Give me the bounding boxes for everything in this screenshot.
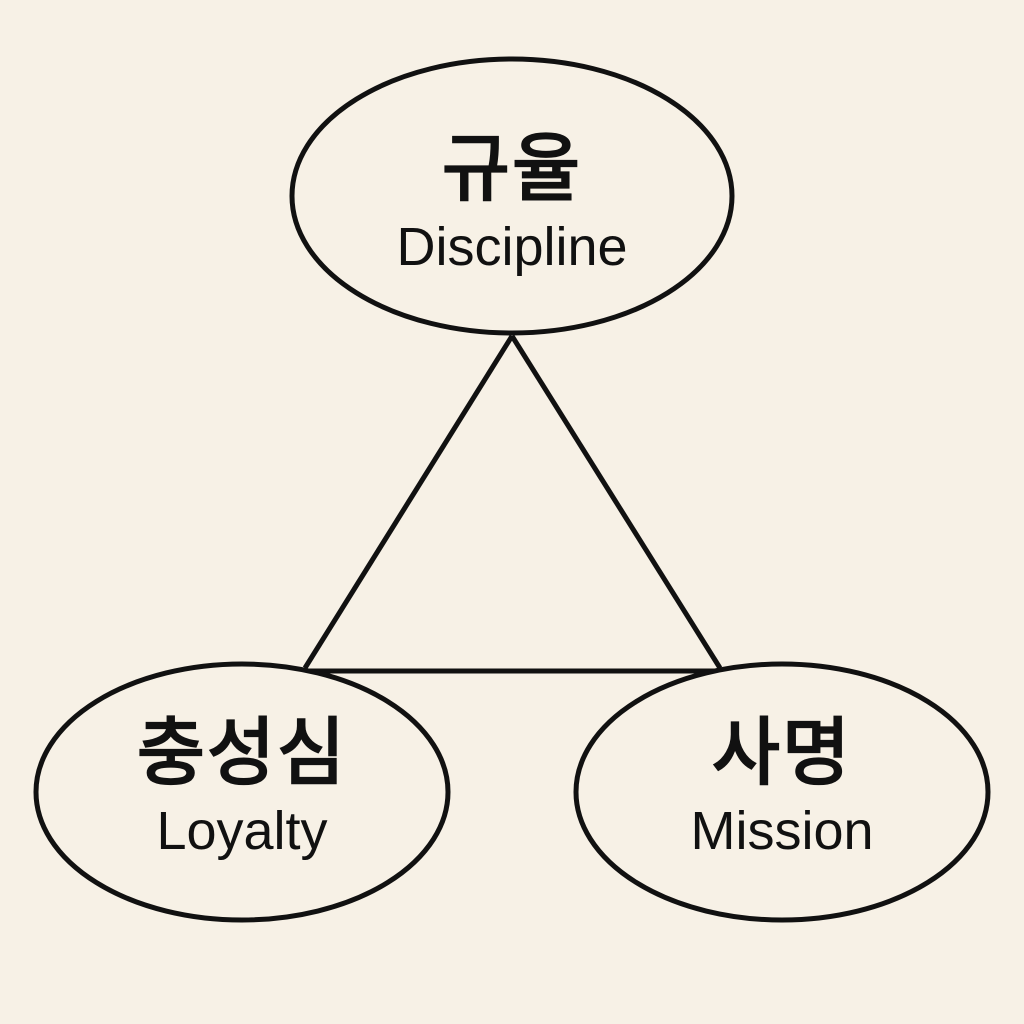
node-loyalty-label: 충성심 Loyalty xyxy=(36,716,448,858)
node-mission-label: 사명 Mission xyxy=(576,716,988,858)
node-mission-english: Mission xyxy=(690,801,874,861)
node-mission-korean: 사명 xyxy=(711,710,853,796)
node-discipline-label: 규율 Discipline xyxy=(292,132,732,274)
node-loyalty-ellipse xyxy=(33,661,451,923)
node-loyalty-korean: 충성심 xyxy=(136,710,348,796)
edge-top-right xyxy=(509,334,723,670)
node-mission-ellipse xyxy=(573,661,991,923)
node-discipline-english: Discipline xyxy=(396,217,628,277)
node-discipline-korean: 규율 xyxy=(441,126,583,212)
edge-top-left xyxy=(302,334,515,670)
node-loyalty-english: Loyalty xyxy=(156,801,328,861)
node-discipline-ellipse xyxy=(289,56,735,336)
